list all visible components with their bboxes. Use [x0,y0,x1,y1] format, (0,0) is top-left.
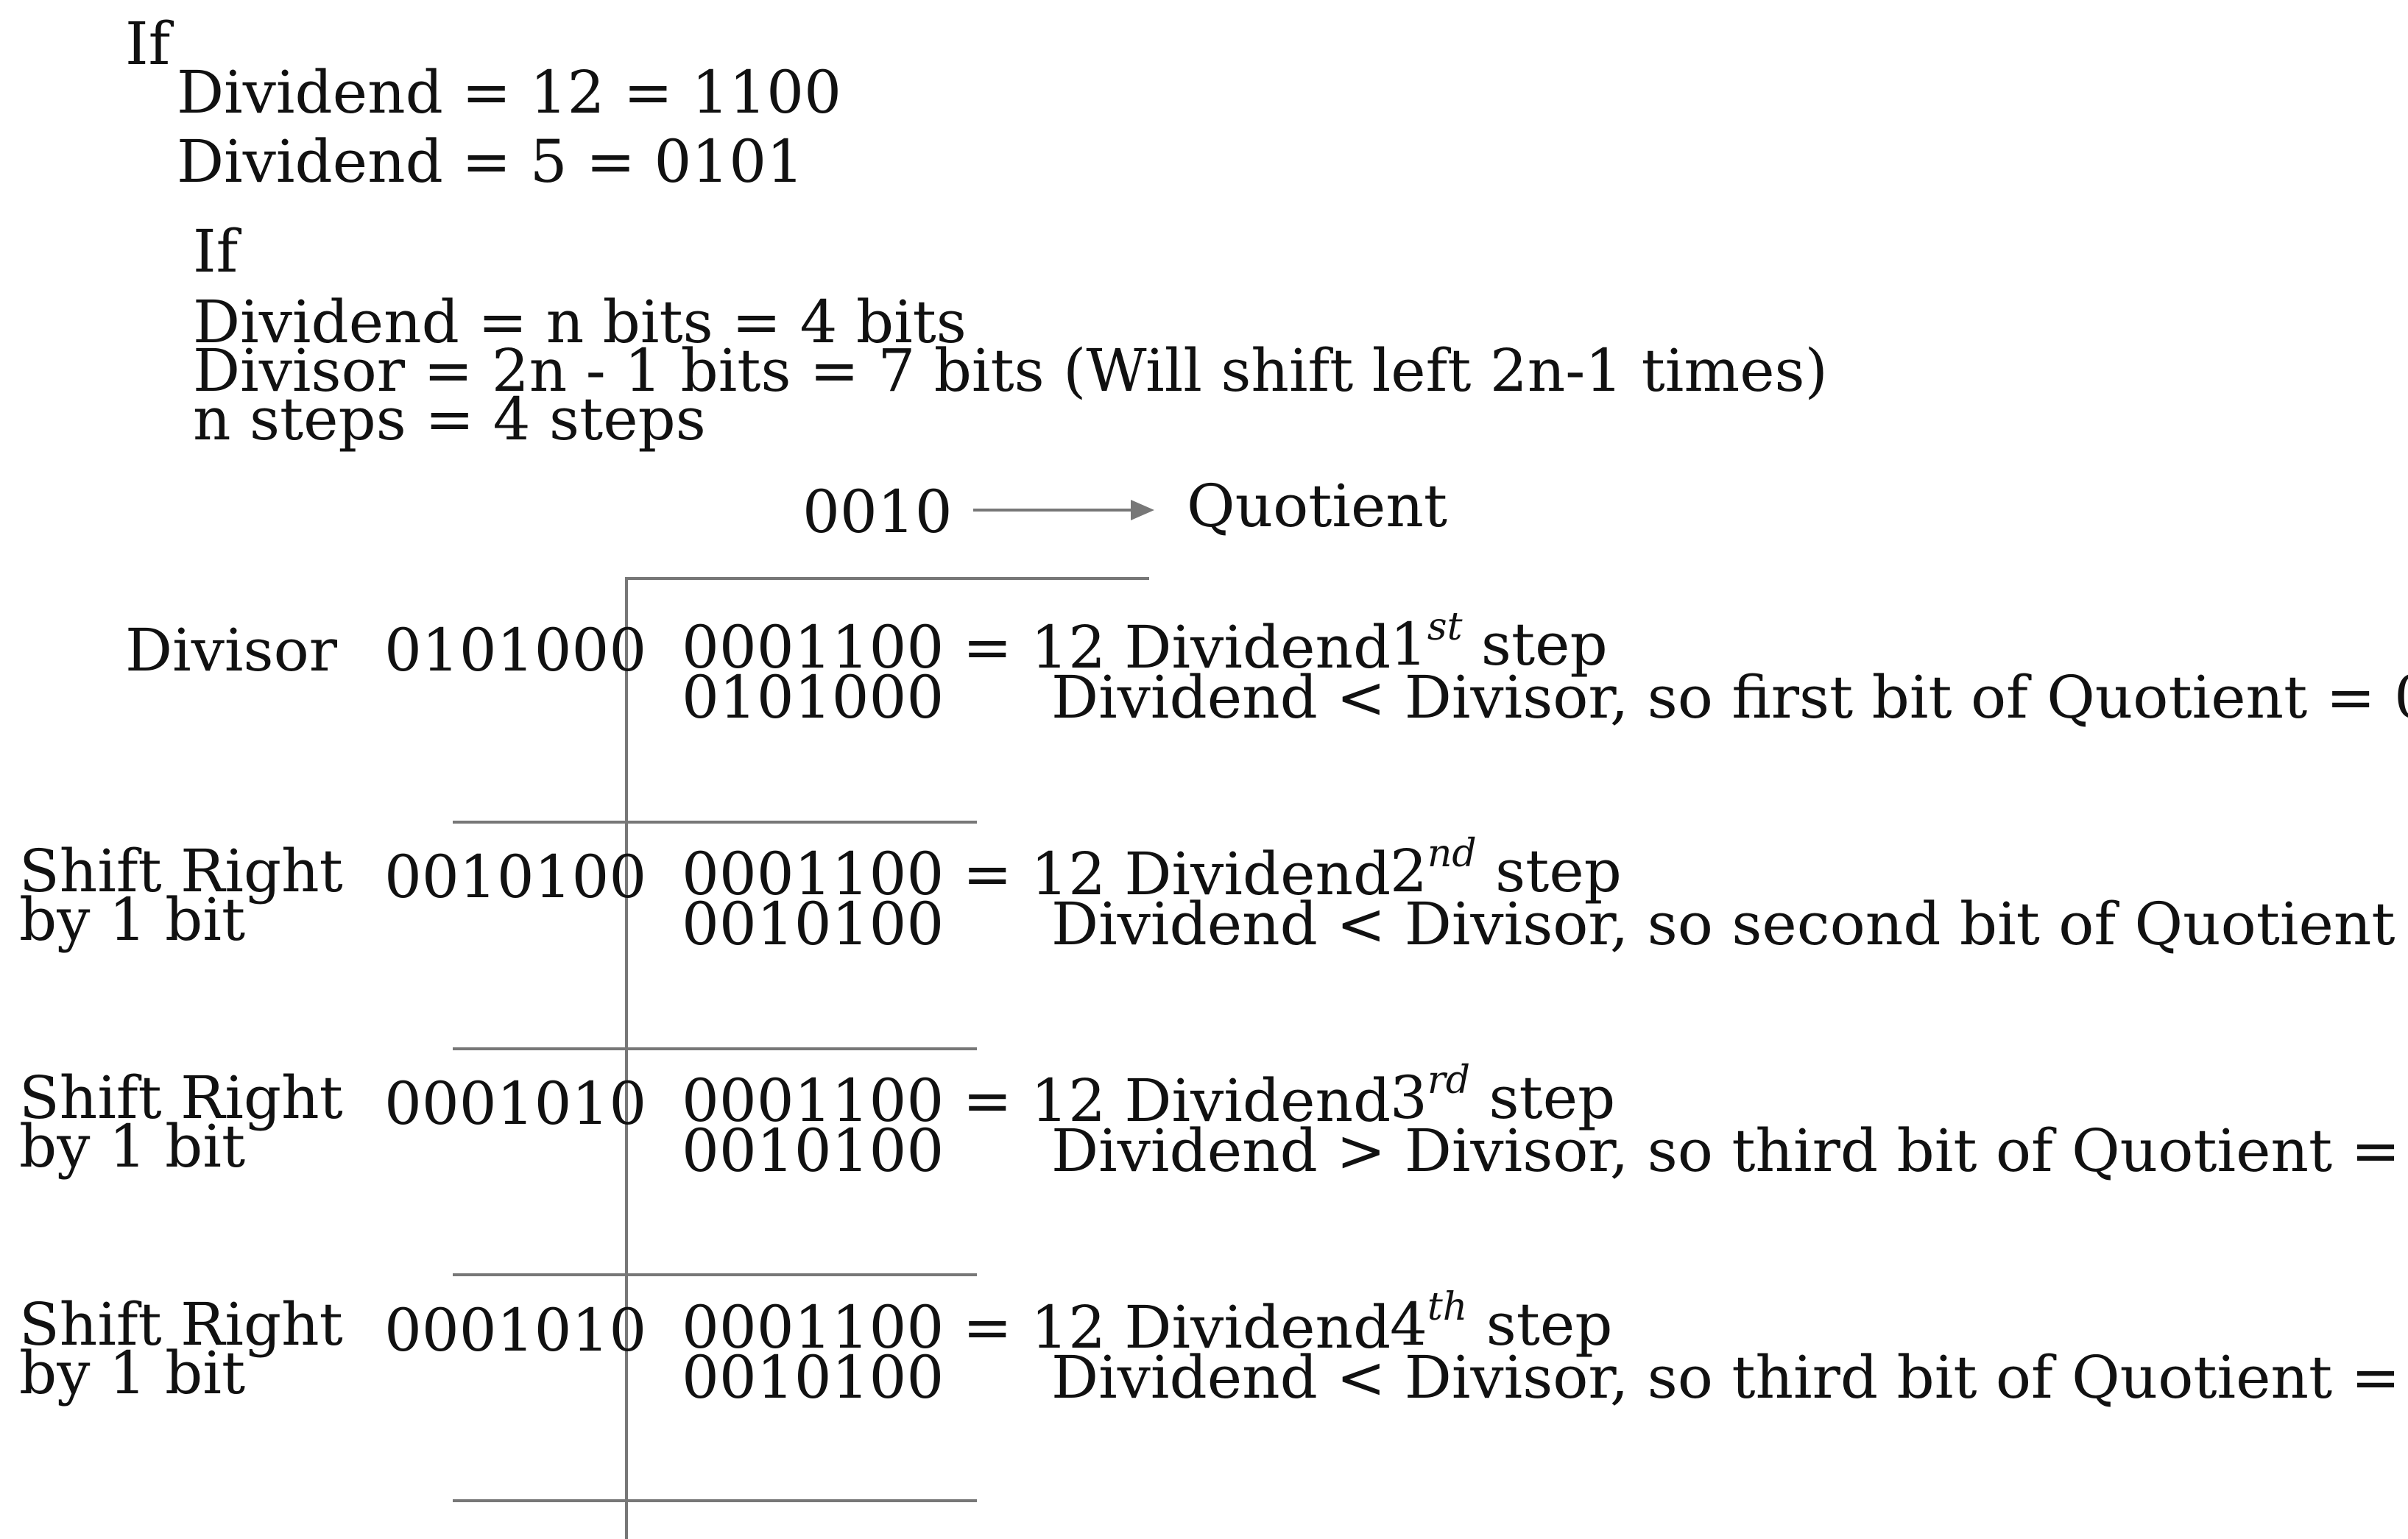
compare-value: 0101000 [682,663,945,732]
divisor-label: Divisor [125,616,337,684]
dividend-value: 0001100 = 12 Dividend [682,1066,1391,1135]
divisor-value: 0101000 [384,616,647,684]
divisor-value: 0001010 [384,1069,647,1138]
dividend-value: 0001100 = 12 Dividend [682,1293,1391,1362]
division-bracket-vertical [625,577,628,1539]
if-label-1: If [125,10,171,78]
compare-value: 0010100 [682,890,945,958]
step-separator-3 [453,1273,977,1276]
step-label: 1st step [1390,605,1608,679]
divisor-value: 0010100 [384,843,647,911]
step-label: 3rd step [1390,1058,1616,1132]
dividend-bits-line: Dividend = n bits = 4 bits [193,288,967,356]
dividend-value: 0001100 = 12 Dividend [682,613,1391,682]
shift-label-line-1: Shift Right [19,1290,343,1359]
step-result: Dividend > Divisor, so third bit of Quot… [1051,1117,2408,1185]
step-separator-4 [453,1499,977,1502]
step-separator-2 [453,1047,977,1050]
step-label: 4th step [1390,1285,1613,1359]
compare-value: 0010100 [682,1117,945,1185]
quotient-label: Quotient [1187,472,1448,540]
quotient-value: 0010 [802,478,953,546]
shift-label-line-1: Shift Right [19,1064,343,1132]
n-steps-line: n steps = 4 steps [193,385,706,453]
step-label: 2nd step [1390,832,1622,905]
divisor-bits-line: Divisor = 2n - 1 bits = 7 bits (Will shi… [193,336,1828,405]
divisor-value: 0001010 [384,1296,647,1365]
shift-label-line-2: by 1 bit [19,1112,246,1181]
dividend-line-2: Dividend = 5 = 0101 [177,127,805,196]
dividend-value: 0001100 = 12 Dividend [682,840,1391,908]
shift-label-line-1: Shift Right [19,837,343,905]
quotient-arrow-head [1131,500,1154,520]
quotient-arrow-shaft [973,509,1135,512]
compare-value: 0010100 [682,1343,945,1412]
step-result: Dividend < Divisor, so first bit of Quot… [1051,663,2408,732]
shift-label-line-2: by 1 bit [19,1339,246,1407]
step-separator-1 [453,821,977,824]
division-bracket-top [625,577,1149,580]
if-label-2: If [193,217,239,286]
step-result: Dividend < Divisor, so third bit of Quot… [1051,1343,2408,1412]
step-result: Dividend < Divisor, so second bit of Quo… [1051,890,2408,958]
shift-label-line-2: by 1 bit [19,885,246,954]
dividend-line-1: Dividend = 12 = 1100 [177,58,841,127]
